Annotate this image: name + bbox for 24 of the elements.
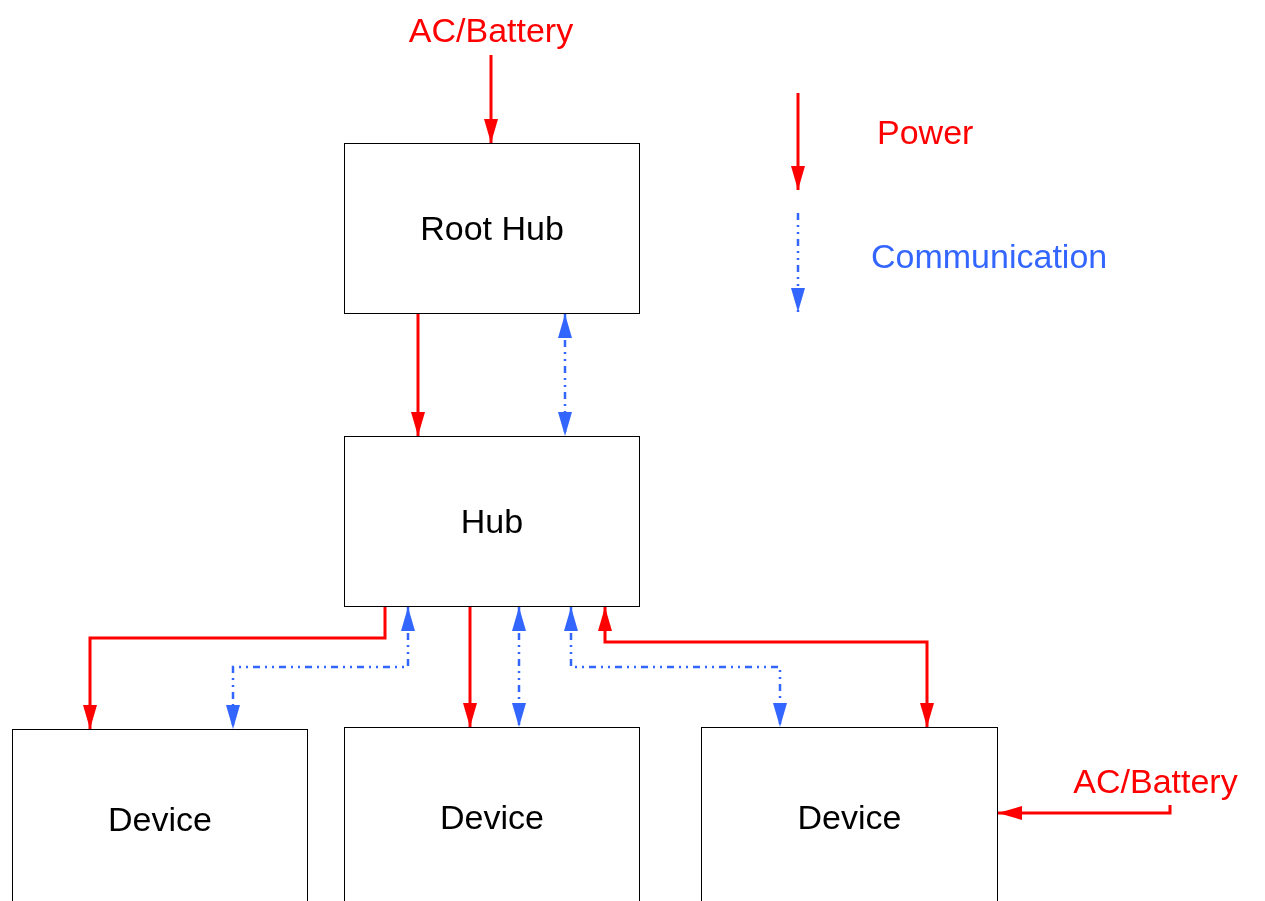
legend-label: Power xyxy=(877,113,974,152)
arrow xyxy=(564,607,787,727)
arrow xyxy=(463,607,477,727)
arrow xyxy=(484,55,498,143)
arrow xyxy=(998,805,1172,820)
box-label: Device xyxy=(440,797,544,837)
process-box xyxy=(344,727,640,901)
arrow xyxy=(226,607,415,729)
power-source-label: AC/Battery xyxy=(1053,757,1258,805)
process-box xyxy=(701,727,998,901)
process-box xyxy=(344,143,640,314)
box-label: Hub xyxy=(460,502,524,541)
arrow xyxy=(558,314,572,436)
process-box xyxy=(12,729,308,901)
box-label: Root Hub xyxy=(420,209,564,248)
arrow xyxy=(411,314,425,436)
process-box xyxy=(344,436,640,607)
arrow xyxy=(83,607,387,729)
box-label: Device xyxy=(108,799,212,839)
power-source-label: AC/Battery xyxy=(391,5,591,55)
arrow xyxy=(512,607,526,727)
arrow xyxy=(598,607,934,727)
box-label: Device xyxy=(797,797,902,837)
legend-label: Communication xyxy=(871,237,1108,276)
